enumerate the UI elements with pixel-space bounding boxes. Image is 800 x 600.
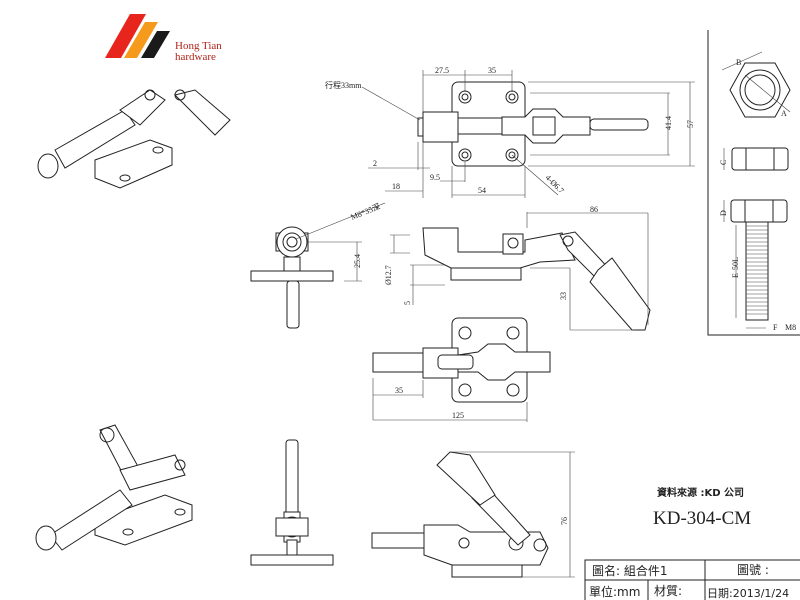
top-view: 41.4 57 27.5 35 2 9.5 18 54 4-Ø6.7 行程33m…	[325, 66, 695, 198]
isometric-view-top	[37, 89, 231, 189]
source-label: 資料來源 :KD 公司	[657, 486, 744, 499]
title-block: 資料來源 :KD 公司 KD-304-CM 圖名: 組合件1 圖號 : 單位:m…	[584, 486, 800, 600]
bolt-label-thread: M8	[785, 323, 796, 332]
dim-27-5: 27.5	[435, 66, 449, 75]
bolt-label-e: E	[731, 273, 740, 278]
dim-5: 5	[403, 301, 412, 305]
logo-stripe-red	[105, 14, 146, 58]
lower-front-view	[250, 439, 334, 566]
bolt-label-c: C	[719, 160, 728, 165]
logo-line2: hardware	[175, 51, 216, 63]
model-number: KD-304-CM	[653, 508, 751, 529]
bolt-label-d: D	[719, 210, 728, 216]
dim-41-4: 41.4	[664, 116, 673, 130]
date-label: 日期:2013/1/24	[707, 587, 789, 600]
unit-label: 單位:mm	[589, 584, 640, 599]
dim-76: 76	[560, 517, 569, 525]
thread-label: M8*35深	[349, 202, 381, 222]
front-view: 25.4 M8*35深	[250, 202, 386, 329]
dim-25-4: 25.4	[353, 254, 362, 268]
dim-9-5: 9.5	[430, 173, 440, 182]
dim-57: 57	[686, 120, 695, 128]
logo-stripe-black	[141, 31, 170, 58]
material-label: 材質:	[654, 583, 682, 598]
dim-35-top: 35	[488, 66, 496, 75]
bolt-shank	[745, 221, 769, 321]
logo: Hong Tian hardware	[105, 14, 222, 63]
dim-12-7: Ø12.7	[384, 265, 393, 285]
bolt-label-a: A	[781, 109, 787, 118]
dim-54: 54	[478, 186, 486, 195]
drawing-number: 圖號 :	[737, 563, 769, 577]
bolt-label-b: B	[736, 58, 741, 67]
dim-33: 33	[559, 292, 568, 300]
bolt-panel: B A C D E 50L F M8	[707, 30, 800, 336]
dim-35-bottom: 35	[395, 386, 403, 395]
drawing-name: 圖名: 組合件1	[592, 563, 668, 578]
logo-line1: Hong Tian	[175, 40, 222, 52]
dim-125: 125	[452, 411, 464, 420]
logo-stripe-orange	[124, 22, 158, 58]
isometric-view-bottom	[35, 424, 193, 551]
stroke-label: 行程33mm	[325, 80, 362, 90]
dim-86: 86	[590, 205, 598, 214]
lower-side-view: 76	[371, 451, 575, 578]
dim-18: 18	[392, 182, 400, 191]
dim-2: 2	[373, 159, 377, 168]
side-view: Ø12.7 5 33 86	[384, 205, 651, 331]
bolt-label-f: F	[773, 323, 778, 332]
bolt-label-e-value: 50L	[731, 257, 740, 270]
bottom-plan-view: 35 125	[372, 317, 551, 422]
